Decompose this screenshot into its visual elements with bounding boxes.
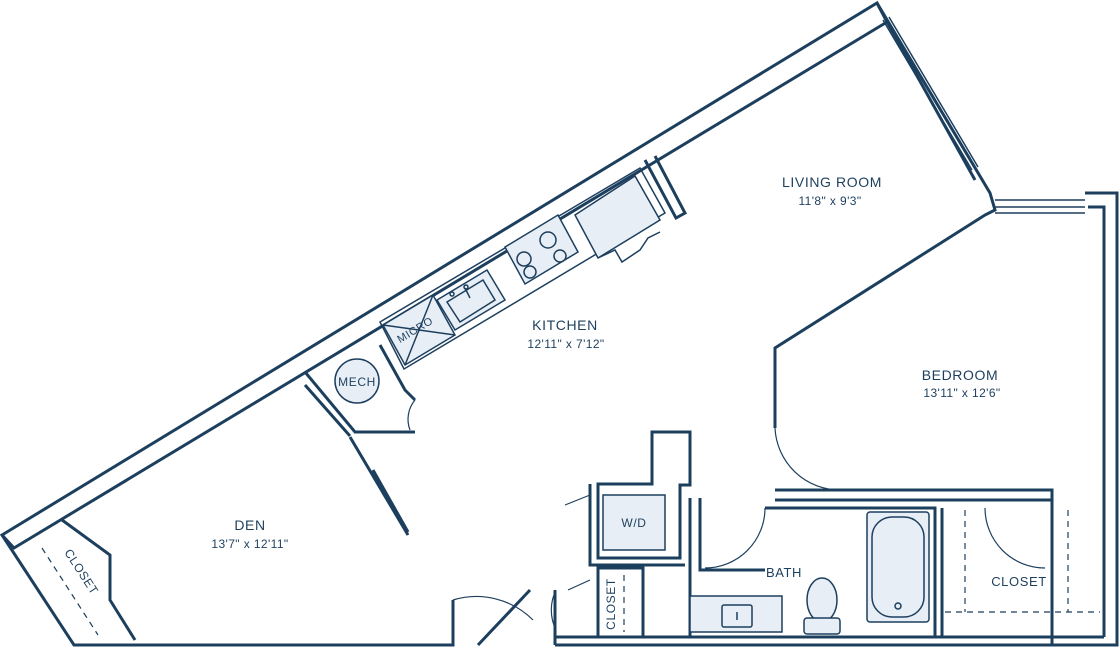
closet-den-label: CLOSET [61,546,101,597]
kitchen-sink [435,268,507,332]
bedroom-dims: 13'11" x 12'6" [923,386,1000,400]
stove [504,213,579,286]
microwave: MICRO [381,293,457,367]
bedroom-name: BEDROOM [922,367,999,383]
closet-hall-label: CLOSET [604,578,618,630]
den-name: DEN [234,517,265,533]
windows [882,16,1085,214]
living-room-dims: 11'8" x 9'3" [798,194,861,208]
door-swings [61,399,1046,631]
interior-walls [61,155,1054,647]
mech-label: MECH [338,375,376,389]
kitchen-name: KITCHEN [532,317,598,333]
living-room-name: LIVING ROOM [782,174,882,190]
bath-vanity [689,595,783,633]
closet-shelves [41,510,1100,636]
bath-label: BATH [766,565,802,580]
bathtub [866,511,930,623]
refrigerator [574,174,662,264]
toilet [803,577,841,635]
den-dims: 13'7" x 12'11" [211,537,288,551]
washer-dryer: W/D [602,494,666,551]
wd-label: W/D [621,516,646,530]
kitchen-dims: 12'11" x 7'12" [527,337,604,351]
closet-bedroom-label: CLOSET [991,574,1047,589]
mech-unit: MECH [334,358,380,404]
